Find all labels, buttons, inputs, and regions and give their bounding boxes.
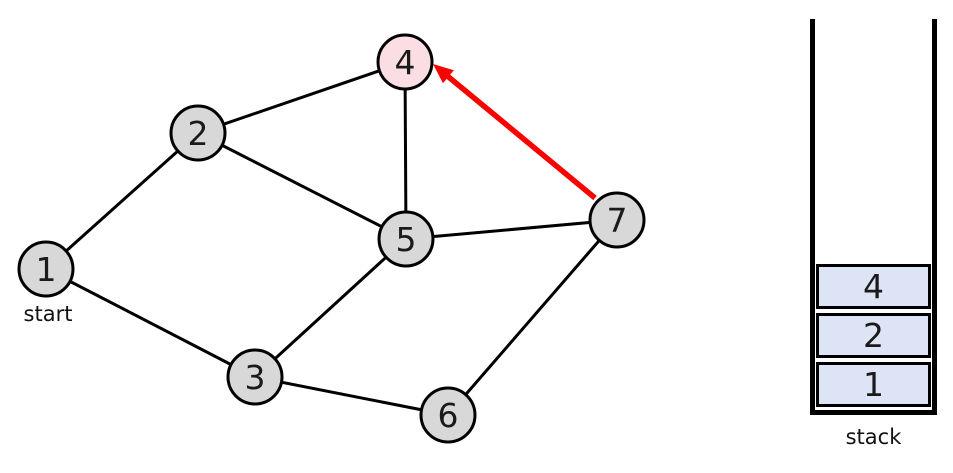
stack-item: 1 xyxy=(816,362,931,407)
graph-node-7: 7 xyxy=(588,191,646,249)
edge-2-4 xyxy=(196,60,407,135)
graph-node-2: 2 xyxy=(169,104,227,162)
node-5-label: 5 xyxy=(396,220,417,259)
graph-node-1: 1 xyxy=(17,240,75,298)
node-7-circle xyxy=(588,191,646,249)
node-7-label: 7 xyxy=(607,201,628,240)
traversal-arrow-7-to-4 xyxy=(433,64,597,201)
node-1-circle xyxy=(17,240,75,298)
node-4-label: 4 xyxy=(395,43,416,82)
node-3-label: 3 xyxy=(245,358,266,397)
graph-node-6: 6 xyxy=(419,386,477,444)
traversal-arrow-head xyxy=(433,64,454,84)
node-2-label: 2 xyxy=(188,114,209,153)
node-5-circle xyxy=(377,210,435,268)
edge-1-3 xyxy=(44,267,257,379)
node-1-label: 1 xyxy=(36,250,57,289)
edge-1-2 xyxy=(44,131,200,271)
node-4-circle xyxy=(376,33,434,91)
graph-node-3: 3 xyxy=(226,348,284,406)
node-6-label: 6 xyxy=(438,396,459,435)
graph-node-4: 4 xyxy=(376,33,434,91)
start-label: start xyxy=(24,302,73,326)
traversal-arrow-shaft xyxy=(443,72,597,201)
node-2-circle xyxy=(169,104,227,162)
edge-3-5 xyxy=(253,237,408,379)
edge-2-5 xyxy=(196,131,408,241)
graph-node-5: 5 xyxy=(377,210,435,268)
node-3-circle xyxy=(226,348,284,406)
node-6-circle xyxy=(419,386,477,444)
stack-item: 2 xyxy=(816,313,931,358)
stack-item: 4 xyxy=(816,264,931,309)
edge-3-6 xyxy=(253,375,450,417)
edge-6-7 xyxy=(446,218,619,417)
stack-label: stack xyxy=(845,425,902,449)
edge-4-5 xyxy=(403,60,408,241)
edge-5-7 xyxy=(404,218,619,241)
